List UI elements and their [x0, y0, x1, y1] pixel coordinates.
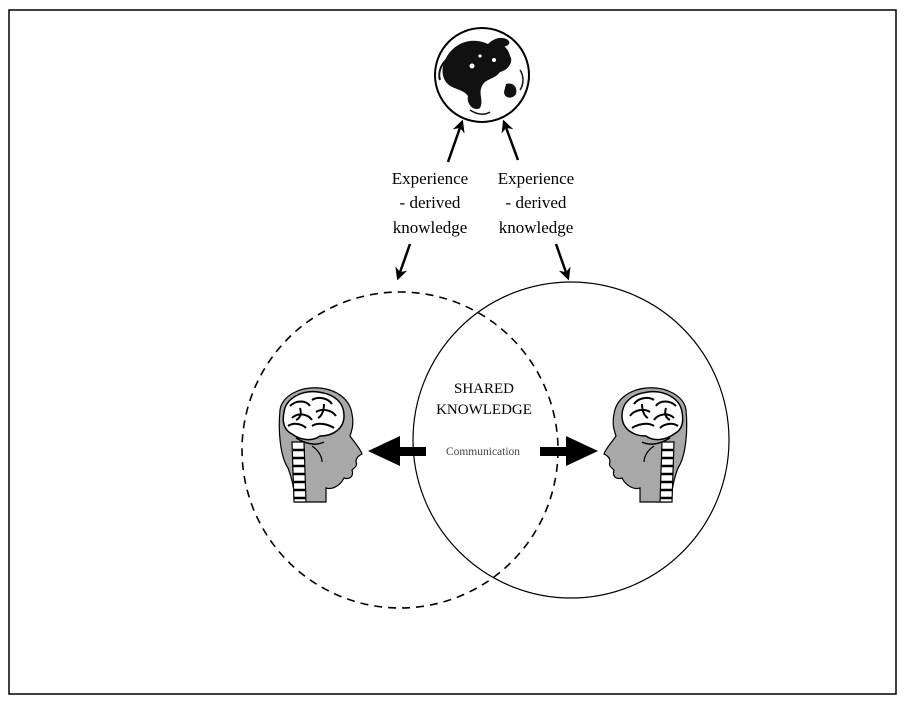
shared-label-line2: KNOWLEDGE	[436, 402, 532, 418]
right-experience-line3: knowledge	[499, 218, 574, 237]
right-knowledge-circle	[412, 281, 730, 599]
shared-label-line1: SHARED	[454, 381, 514, 397]
right-experience-label: Experience - derived knowledge	[498, 169, 574, 237]
left-experience-line2: - derived	[400, 193, 461, 212]
outer-border	[8, 9, 897, 695]
globe-icon	[434, 27, 530, 123]
left-experience-line1: Experience	[392, 169, 468, 188]
arrow-to-left-circle	[395, 243, 412, 281]
left-experience-label: Experience - derived knowledge	[392, 169, 468, 237]
left-experience-line3: knowledge	[393, 218, 468, 237]
right-experience-line2: - derived	[506, 193, 567, 212]
communication-arrow-right	[540, 436, 598, 466]
arrow-to-globe-right	[501, 119, 520, 161]
arrow-to-right-circle	[554, 243, 571, 281]
head-brain-icon	[603, 387, 688, 503]
communication-arrow-left	[368, 436, 426, 466]
right-experience-line1: Experience	[498, 169, 574, 188]
head-brain-icon	[278, 387, 363, 503]
arrow-to-globe-left	[446, 119, 465, 163]
communication-label: Communication	[446, 446, 520, 458]
